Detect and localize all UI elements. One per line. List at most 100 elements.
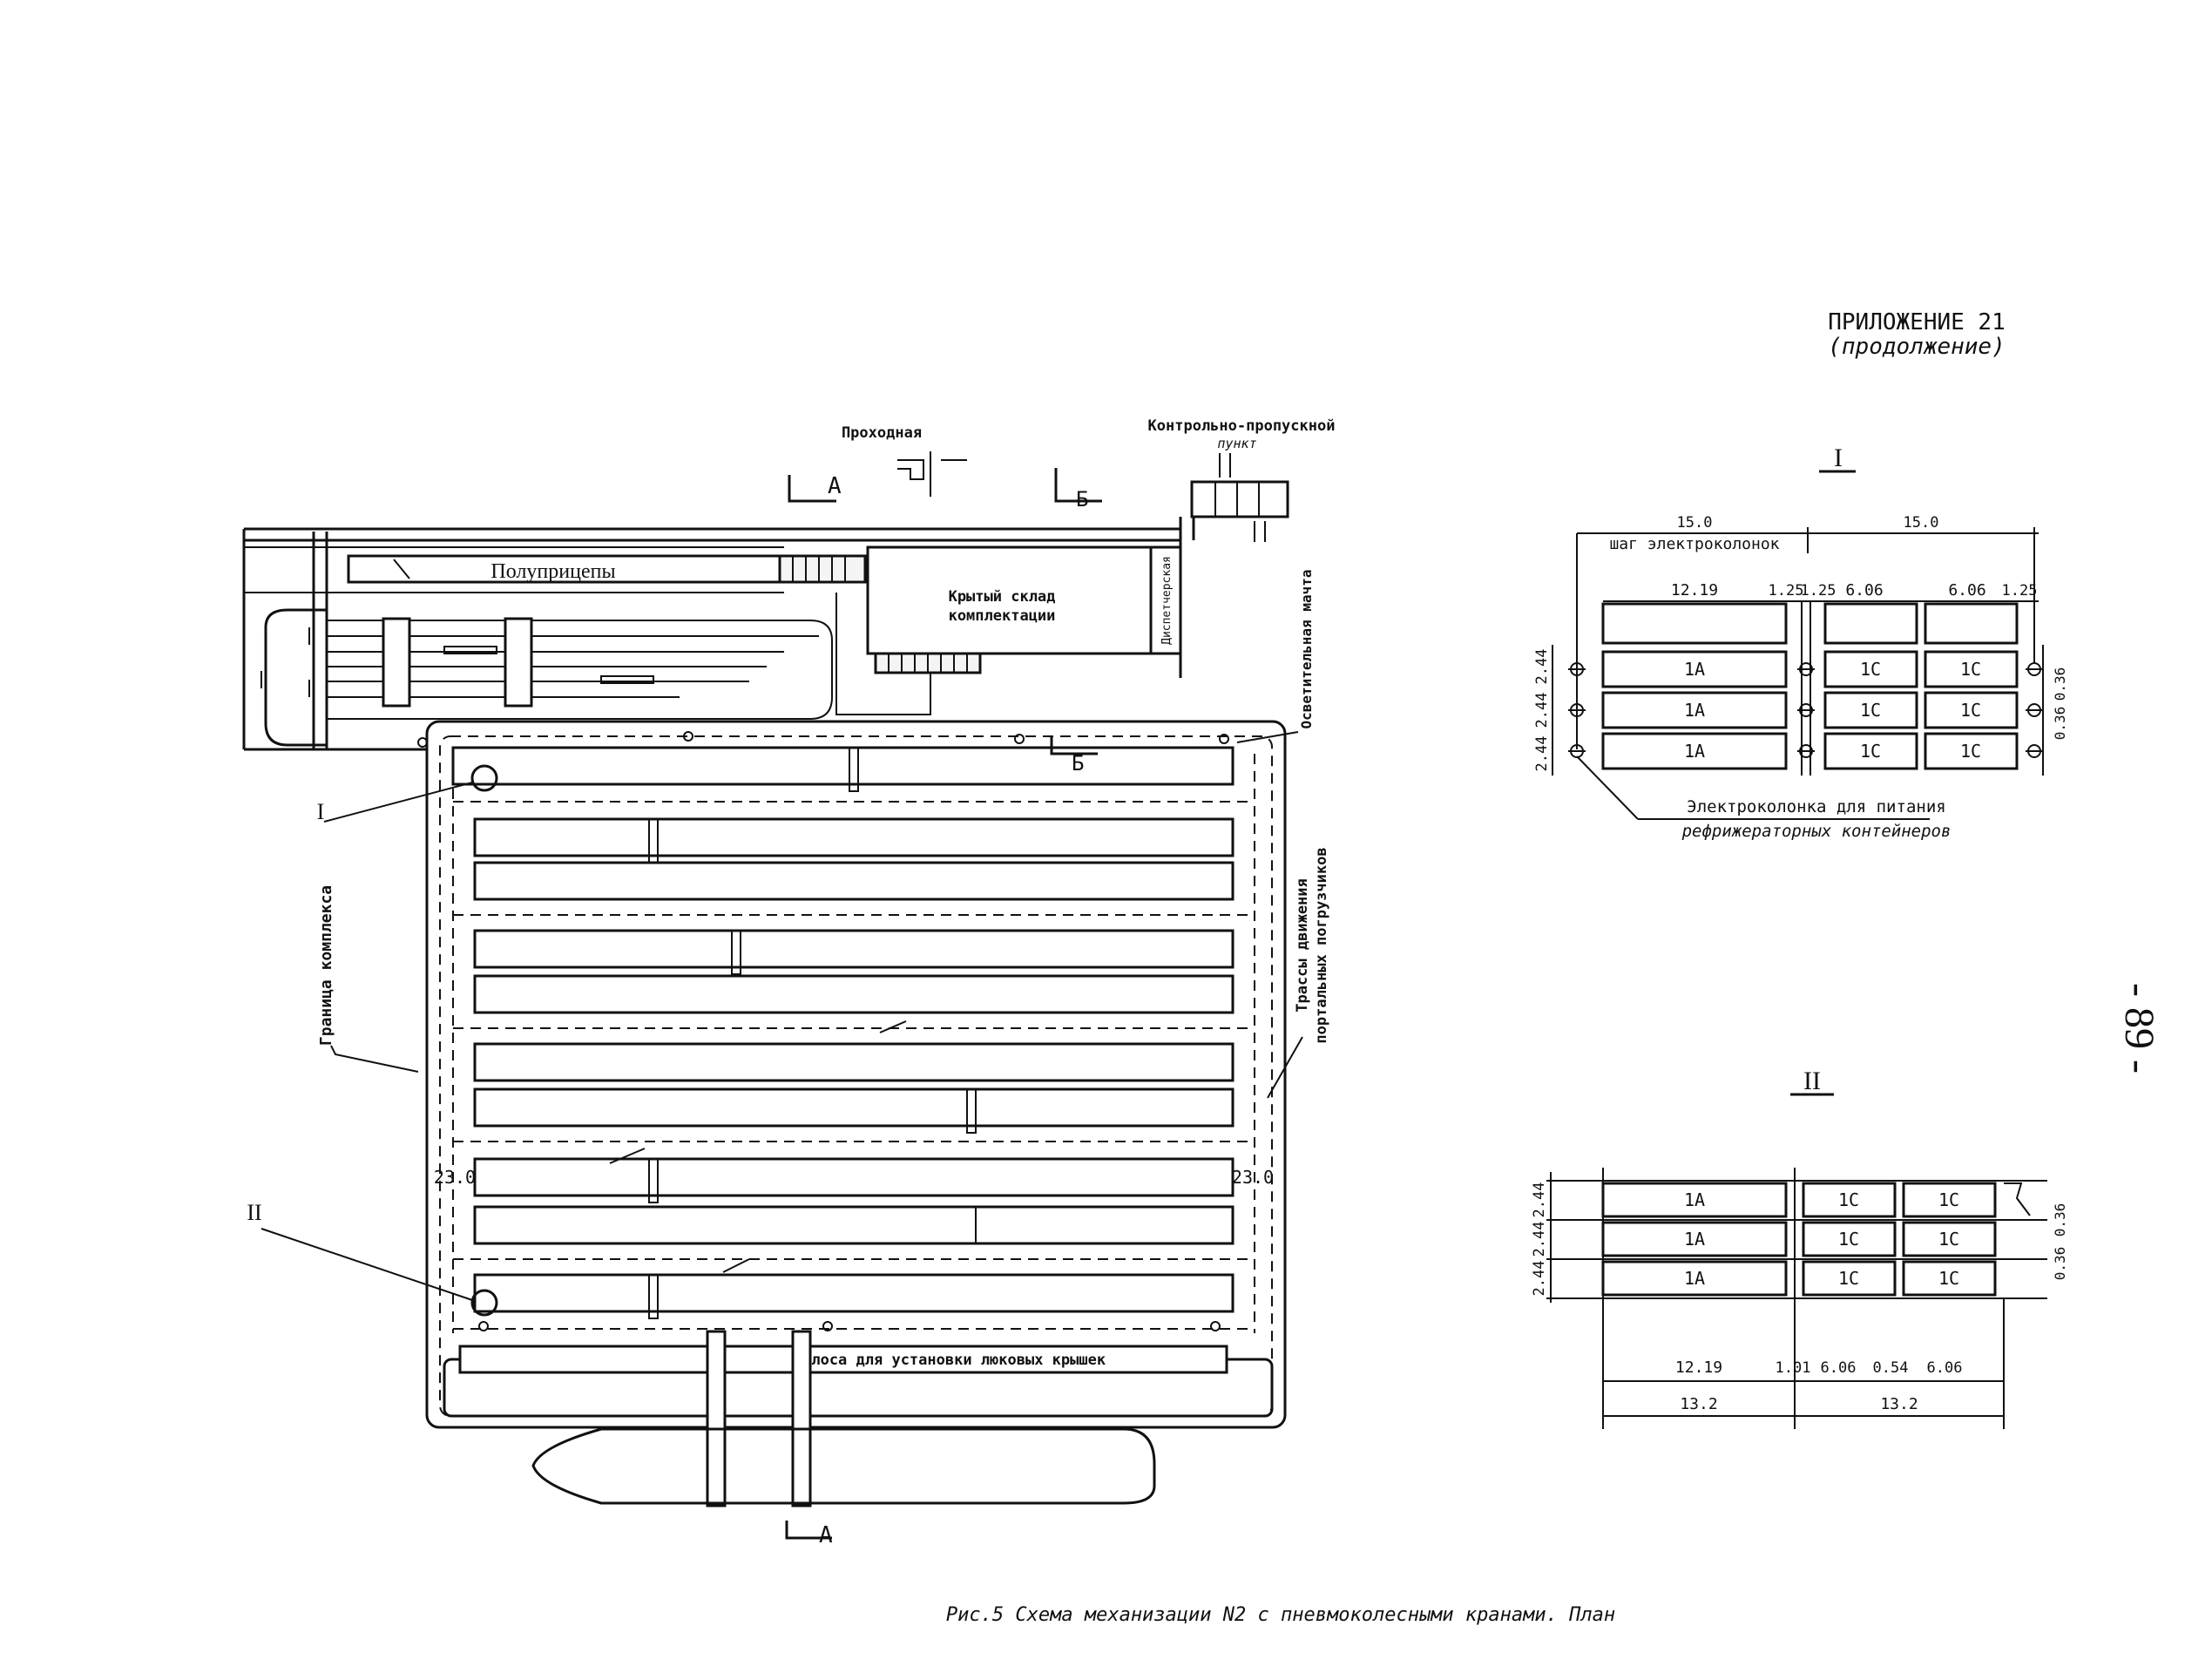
d2-dim-132a: 13.2 [1680, 1395, 1717, 1413]
passage-building [897, 459, 924, 480]
warehouse-label: Крытый склад [949, 588, 1056, 606]
d2-container-1a: 1A [1684, 1189, 1705, 1210]
section-b-top: Б [1076, 487, 1088, 511]
d1-dim-125b: 1.25 [1801, 582, 1837, 600]
electro-columns [1568, 662, 2043, 758]
d2-dim-606b: 6.06 [1927, 1359, 1963, 1377]
trailer-slots [778, 554, 867, 584]
container-row [473, 861, 1235, 901]
d1-container-1a: 1A [1684, 741, 1705, 762]
callout-circle-1 [470, 764, 498, 792]
container-row [473, 1087, 1235, 1128]
container-rows [451, 746, 1235, 1313]
gantry-crane-1 [382, 617, 411, 708]
section-b-top-mark [1054, 468, 1102, 503]
d1-side-dim: 0.36 [2052, 707, 2068, 741]
d1-dim-15-left: 15.0 [1677, 514, 1713, 532]
detail-2: II 1A 1C 1C 1A 1C 1C 1A 1C 1C 12.19 1.01 [1531, 1067, 2068, 1429]
d1-dim-606a: 6.06 [1845, 581, 1883, 600]
appendix-title: ПРИЛОЖЕНИЕ 21 [1828, 309, 2006, 335]
callout-circle-2 [470, 1289, 498, 1317]
d2-container-1c: 1C [1838, 1268, 1859, 1289]
d1-note-line-2: рефрижераторных контейнеров [1681, 822, 1952, 841]
hatch-cover-strip [458, 1345, 1228, 1374]
d1-row-dim: 2.44 [1533, 649, 1551, 685]
detail-1-title: I [1834, 444, 1843, 472]
d1-dim-125a: 1.25 [1769, 582, 1804, 600]
passage-label: Проходная [842, 424, 922, 442]
d2-container-1c: 1C [1938, 1189, 1959, 1210]
figure-caption: Рис.5 Схема механизации N2 с пневмоколес… [946, 1604, 1615, 1626]
d2-row-dim: 2.44 [1531, 1222, 1548, 1257]
container-row [473, 817, 1235, 857]
container-row [473, 1042, 1235, 1082]
dispatch-office [1149, 545, 1182, 655]
d2-container-1c: 1C [1938, 1268, 1959, 1289]
container-row [473, 1205, 1235, 1245]
d2-container-1a: 1A [1684, 1229, 1705, 1250]
checkpoint-label-2: пункт [1217, 436, 1256, 451]
quay-crane-2 [791, 1330, 812, 1507]
container-row [451, 746, 1235, 786]
d1-container-1c: 1C [1960, 659, 1981, 680]
section-a-top: А [828, 473, 842, 499]
dispatch-label: Диспетчерская [1160, 556, 1174, 645]
dim-230-right: 23.0 [1232, 1167, 1274, 1188]
page-number: - 89 - [2116, 983, 2162, 1074]
callout-1-label: I [317, 799, 325, 824]
d1-container-1c: 1C [1960, 741, 1981, 762]
d1-container-1a: 1A [1684, 700, 1705, 721]
d1-container-1a: 1A [1684, 659, 1705, 680]
d2-container-1c: 1C [1938, 1229, 1959, 1250]
checkpoint-label: Контрольно-пропускной [1148, 417, 1336, 435]
container-row [473, 974, 1235, 1014]
lighting-mast-label: Осветительная мачта [1298, 569, 1315, 728]
hatch-strip-label: Полоса для установки люковых крышек [794, 1352, 1106, 1369]
callout-2-label: II [247, 1200, 261, 1225]
d1-container-1c: 1C [1860, 741, 1881, 762]
d2-dim-101: 1.01 [1776, 1359, 1811, 1377]
container-row [473, 1157, 1235, 1197]
d1-dim-125c: 1.25 [2002, 582, 2038, 600]
container-yard-boundary [425, 720, 1287, 1429]
vessel [531, 1427, 1156, 1505]
d1-dim-15-right: 15.0 [1904, 514, 1939, 532]
terminal-plan: Проходная Контрольно-пропускной пункт А … [242, 417, 1336, 1548]
boundary-label: Граница комплекса [317, 885, 335, 1046]
section-b-mid: Б [1072, 751, 1084, 776]
quay-crane-1 [706, 1330, 727, 1507]
d2-dim-1219: 12.19 [1675, 1358, 1722, 1377]
gantry-crane-2 [504, 617, 533, 708]
d1-container-1c: 1C [1960, 700, 1981, 721]
dim-230-left: 23.0 [434, 1167, 476, 1188]
tracks-label: Трассы движения [1294, 878, 1311, 1013]
d2-row-dim: 2.44 [1531, 1261, 1548, 1297]
covered-warehouse [866, 545, 1153, 655]
container-row [473, 929, 1235, 969]
d2-dim-606a: 6.06 [1821, 1359, 1857, 1377]
d1-container-1c: 1C [1860, 700, 1881, 721]
d1-row-dim: 2.44 [1533, 736, 1551, 772]
d1-step-label: шаг электроколонок [1609, 535, 1779, 553]
d2-container-1c: 1C [1838, 1189, 1859, 1210]
detail-2-title: II [1803, 1067, 1821, 1095]
semitrailer-parking [347, 554, 786, 584]
d1-dim-606b: 6.06 [1948, 581, 1985, 600]
d2-container-1c: 1C [1838, 1229, 1859, 1250]
d1-row-dim: 2.44 [1533, 693, 1551, 728]
d1-container-1c: 1C [1860, 659, 1881, 680]
warehouse-label-2: комплектации [949, 607, 1056, 625]
semitrailers-label: Полуприцепы [490, 560, 615, 583]
tracks-label-2: портальных погрузчиков [1313, 847, 1330, 1043]
d2-dim-132b: 13.2 [1880, 1395, 1918, 1413]
appendix-continuation: (продолжение) [1828, 334, 2006, 360]
checkpoint-building [1190, 480, 1289, 518]
container-row [473, 1273, 1235, 1313]
d1-side-dim: 0.36 [2052, 667, 2068, 701]
d2-row-dim: 2.44 [1531, 1182, 1548, 1218]
d2-dim-054: 0.54 [1873, 1359, 1909, 1377]
detail-1: I 15.0 15.0 шаг электроколонок 12.19 1.2… [1533, 444, 2068, 841]
d2-side-dim: 0.36 [2052, 1203, 2068, 1237]
d2-side-dim: 0.36 [2052, 1247, 2068, 1281]
